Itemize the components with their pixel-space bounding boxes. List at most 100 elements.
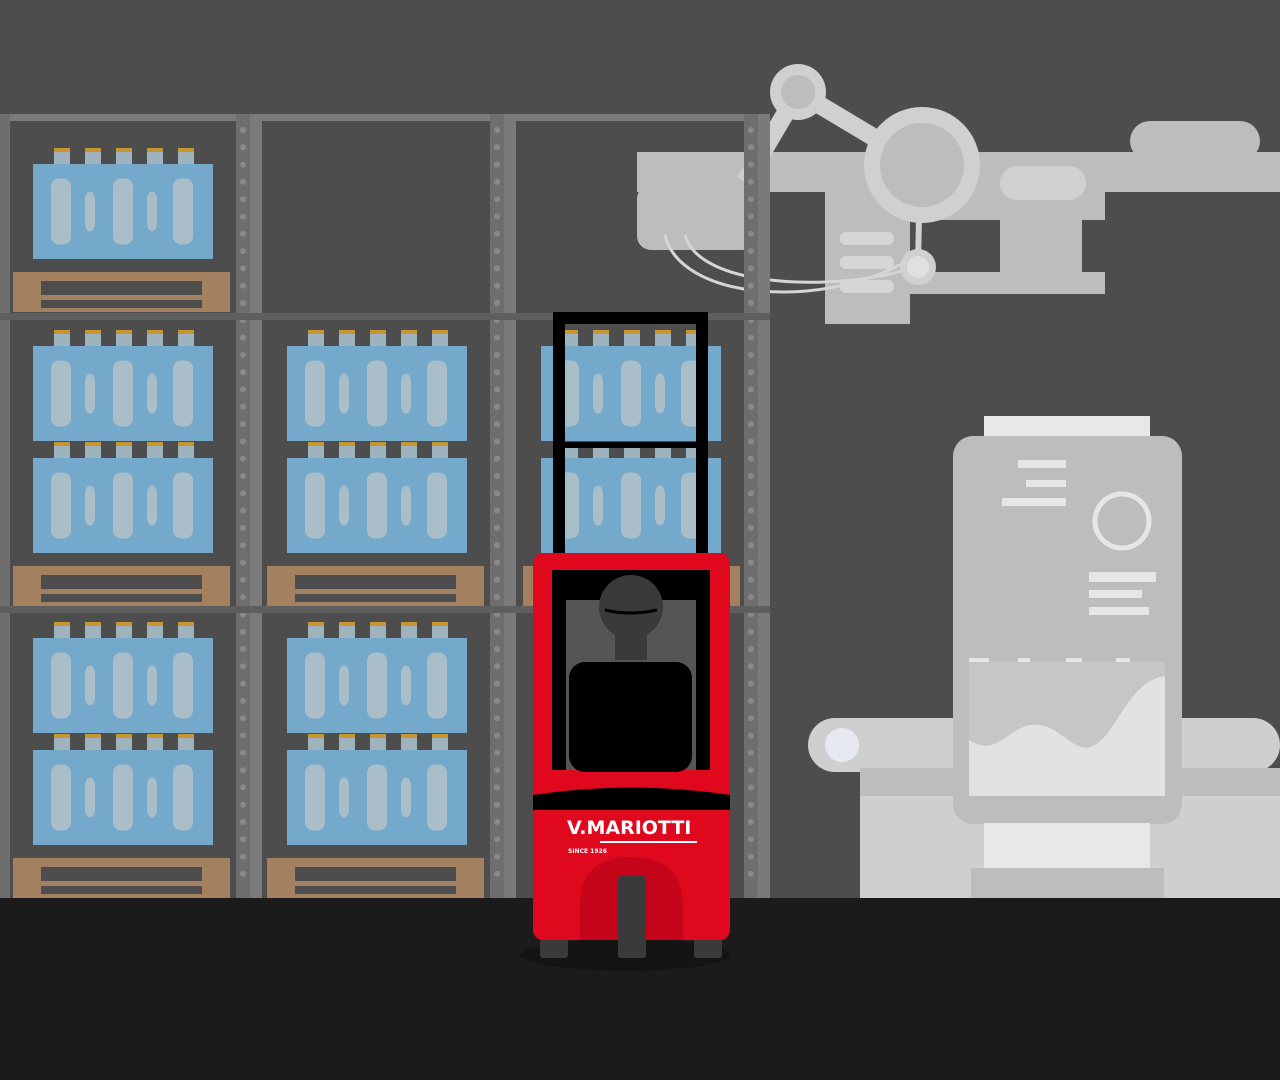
rack-hole [240,507,246,514]
rack-hole [748,680,754,687]
bottle [116,332,132,348]
bottle-cap [432,330,448,334]
rack-hole [494,473,500,479]
forklift: V.MARIOTTI SINCE 1926 [520,312,730,971]
bottle-in-crate [113,472,133,539]
bottle [370,624,386,640]
bottle-in-crate [113,652,133,719]
brand-name: V.MARIOTTI [567,817,691,839]
bottle [593,332,609,348]
bottle-cap [401,330,417,334]
bottle [401,444,417,460]
bottle-cap [85,330,101,334]
rack-hole [494,576,500,583]
rack-hole [494,646,500,652]
rack-hole [494,507,500,514]
bottle [147,444,163,460]
bottle [178,332,194,348]
rack-hole [240,749,246,756]
rack-hole [240,421,246,428]
rack-hole [494,801,500,808]
rack-hole [748,767,754,774]
bottle-cap [178,330,194,334]
bottle [370,444,386,460]
rack-hole [748,836,754,843]
bottle-in-crate [51,472,71,539]
rack-hole [494,334,500,341]
bottle-cap [401,442,417,446]
bottle-cap [624,330,640,334]
bottle-cap [308,734,324,738]
bottle-cap [178,148,194,152]
bottle-in-crate [147,777,157,818]
rack-hole [494,749,500,756]
bottle-in-crate [51,178,71,245]
rack-hole [240,178,246,185]
rack-hole [748,524,754,531]
bottle [85,444,101,460]
bottle-cap [54,330,70,334]
rack-hole [494,386,500,393]
bottle-in-crate [85,373,95,414]
bottle-cap [85,148,101,152]
rack-hole [240,732,246,739]
rack-hole [748,351,754,358]
rack-hole [494,784,500,791]
rack-hole [494,870,500,877]
rack-hole [494,213,500,220]
bottle [655,332,671,348]
rack-hole [494,161,500,168]
bottle-cap [432,734,448,738]
bottle-cap [85,622,101,626]
rack-hole [494,490,500,497]
bottle-in-crate [427,652,447,719]
bottle [85,736,101,752]
bottle [147,150,163,166]
rack-hole [494,628,500,635]
bottle [432,624,448,640]
rack-hole [494,403,500,410]
driver-head [599,575,663,639]
rack-hole [748,455,754,462]
bottle-cap [655,330,671,334]
packaging-machine [808,416,1280,898]
bottle-cap [686,330,702,334]
bottle-in-crate [339,373,349,414]
bottle-in-crate [401,485,411,526]
rack-hole [494,178,500,185]
bottle-in-crate [339,777,349,818]
rack-hole [494,767,500,774]
bottle-cap [178,622,194,626]
bottle-in-crate [113,360,133,427]
rack-hole [240,559,246,566]
rack-hole [240,213,246,220]
rack-hole [748,819,754,825]
bottle [85,332,101,348]
rack-hole [240,300,246,306]
bottle-in-crate [113,178,133,245]
rack-hole [494,282,500,289]
bottle-in-crate [593,485,603,526]
rack-hole [240,127,246,133]
bottle [116,150,132,166]
bottle [562,332,578,348]
rack-hole [240,438,246,445]
rack-hole [748,784,754,791]
rack-hole [240,196,246,203]
rack-hole [240,161,246,168]
bottle-in-crate [305,764,325,831]
rack-hole [748,801,754,808]
bottle-cap [178,442,194,446]
rack-hole [748,853,754,860]
bottle-in-crate [427,472,447,539]
bottle [85,150,101,166]
bottle-cap [85,442,101,446]
bottle [432,444,448,460]
bottle-in-crate [401,777,411,818]
rack-hole [494,853,500,860]
bottle-in-crate [621,360,641,427]
bottle-cap [308,622,324,626]
rack-hole [748,490,754,497]
rack-hole [240,870,246,877]
bottle-in-crate [305,360,325,427]
